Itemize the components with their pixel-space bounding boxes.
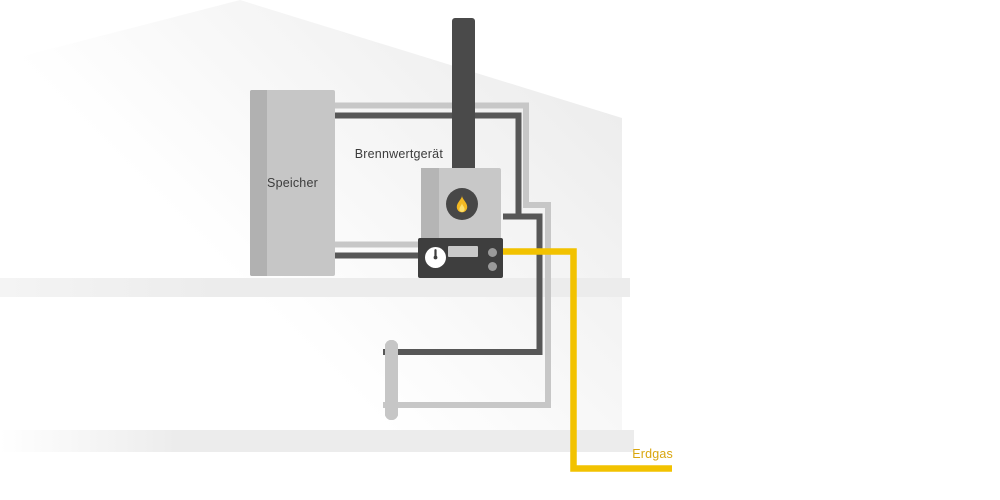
floor-band-lower <box>0 430 634 452</box>
storage-tank: Speicher <box>250 90 335 276</box>
gas-pipe <box>502 248 672 472</box>
flame-badge <box>446 188 478 220</box>
display-screen <box>448 246 478 257</box>
pipe-tank-top-dark <box>335 112 522 217</box>
floor-band-upper <box>0 278 630 297</box>
pipe-boiler-radiator-dark <box>383 213 543 355</box>
panel-knob-bottom <box>488 262 497 271</box>
gauge-icon <box>425 247 446 268</box>
flame-icon <box>456 194 468 212</box>
boiler-label: Brennwertgerät <box>354 147 443 161</box>
panel-knob-top <box>488 248 497 257</box>
boiler-control-panel <box>418 238 503 278</box>
radiator <box>385 340 478 420</box>
pipe-return-light <box>335 102 551 408</box>
boiler-chimney <box>452 18 475 172</box>
boiler-body-shade <box>421 168 439 240</box>
storage-tank-label: Speicher <box>267 176 318 190</box>
gas-label: Erdgas <box>632 447 673 461</box>
radiator-bar <box>385 340 398 420</box>
storage-tank-shade <box>250 90 267 276</box>
